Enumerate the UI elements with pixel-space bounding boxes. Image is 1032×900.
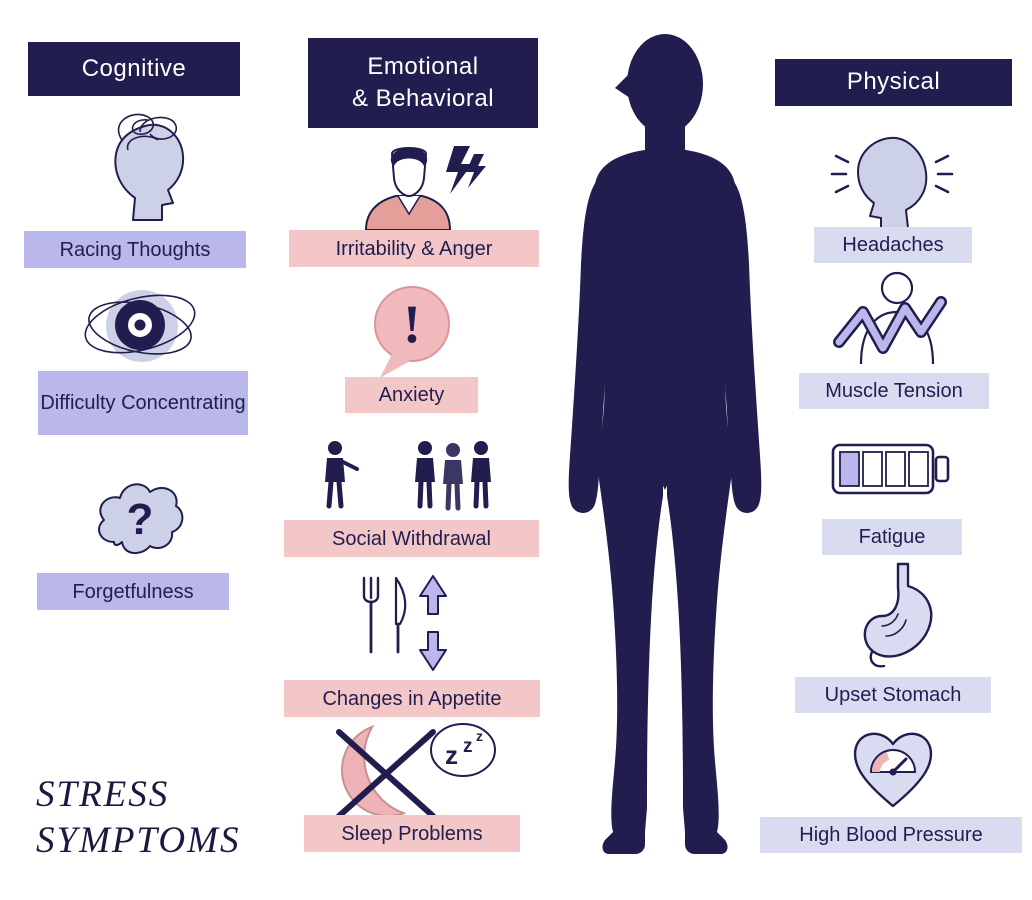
sleep-z-large: z (445, 740, 458, 770)
arrow-down-icon (419, 631, 447, 671)
cross-out-line (336, 729, 436, 819)
fork-icon (362, 576, 380, 600)
high-blood-pressure-text: High Blood Pressure (799, 824, 983, 846)
fatigue-icon (830, 436, 952, 507)
silhouette-nose (615, 74, 630, 98)
label-changes-in-appetite: Changes in Appetite (284, 680, 540, 717)
arrow-up-icon (419, 575, 447, 615)
label-high-blood-pressure: High Blood Pressure (760, 817, 1022, 853)
changes-in-appetite-icon (352, 570, 462, 681)
sleep-problems-text: Sleep Problems (341, 822, 483, 845)
question-mark: ? (127, 495, 154, 544)
emotional-header-line1: Emotional (367, 52, 479, 80)
label-social-withdrawal: Social Withdrawal (284, 520, 539, 557)
lightning-bolt-small-icon (466, 154, 486, 188)
irritability-anger-icon (350, 138, 490, 235)
sleep-z-small: z (476, 728, 483, 744)
racing-thoughts-icon (88, 110, 198, 233)
muscle-tension-text: Muscle Tension (825, 380, 963, 402)
anxiety-text: Anxiety (378, 384, 445, 406)
battery-cell-charged (839, 451, 860, 487)
social-withdrawal-icon (305, 436, 505, 517)
lightning-bolt-icon (446, 146, 472, 194)
cognitive-header-label: Cognitive (81, 54, 187, 82)
label-forgetfulness: Forgetfulness (37, 573, 229, 610)
stress-dashes (830, 154, 954, 194)
sleep-problems-icon: z z z (333, 716, 498, 827)
label-racing-thoughts: Racing Thoughts (24, 231, 246, 268)
racing-thoughts-text: Racing Thoughts (59, 238, 211, 261)
physical-header-label: Physical (846, 68, 941, 96)
sleep-z-medium: z (463, 736, 473, 757)
anxiety-icon: ! (366, 282, 458, 387)
label-headaches: Headaches (814, 227, 972, 263)
emotional-header: Emotional & Behavioral (308, 38, 538, 128)
fatigue-text: Fatigue (858, 526, 926, 548)
label-muscle-tension: Muscle Tension (799, 373, 989, 409)
muscle-tension-icon (833, 268, 957, 373)
headaches-icon (830, 130, 954, 235)
label-fatigue: Fatigue (822, 519, 962, 555)
high-blood-pressure-icon (843, 720, 943, 817)
label-sleep-problems: Sleep Problems (304, 815, 520, 852)
upset-stomach-icon (852, 560, 944, 677)
knife-icon (394, 576, 407, 626)
headaches-text: Headaches (842, 234, 944, 256)
changes-in-appetite-text: Changes in Appetite (322, 687, 502, 710)
page-title: STRESS SYMPTOMS (36, 772, 240, 865)
label-upset-stomach: Upset Stomach (795, 677, 991, 713)
label-anxiety: Anxiety (345, 377, 478, 413)
forgetfulness-text: Forgetfulness (72, 580, 194, 603)
exclamation-mark: ! (403, 294, 421, 354)
title-line-1: STRESS (36, 774, 170, 815)
physical-header: Physical (775, 59, 1012, 106)
title-line-2: SYMPTOMS (36, 820, 241, 862)
tension-zigzag (835, 298, 945, 352)
emotional-header-line2: & Behavioral (351, 85, 495, 112)
label-difficulty-concentrating: Difficulty Concentrating (38, 371, 248, 435)
difficulty-concentrating-text: Difficulty Concentrating (40, 392, 246, 414)
moon-icon (341, 724, 407, 817)
forgetfulness-icon: ? (84, 470, 196, 571)
label-irritability-anger: Irritability & Anger (289, 230, 539, 267)
human-body-silhouette (537, 26, 793, 876)
cognitive-header: Cognitive (28, 42, 240, 96)
irritability-anger-text: Irritability & Anger (335, 237, 493, 260)
difficulty-concentrating-icon (78, 280, 202, 377)
upset-stomach-text: Upset Stomach (824, 684, 962, 706)
z-cloud-icon (430, 723, 496, 777)
social-withdrawal-text: Social Withdrawal (332, 527, 491, 550)
